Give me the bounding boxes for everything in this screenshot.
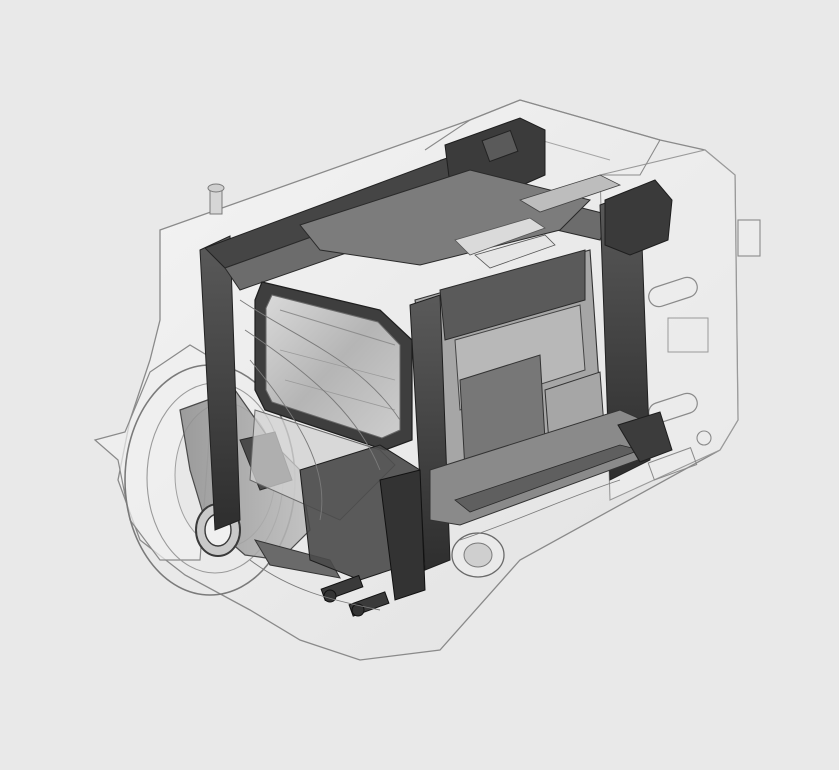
internal-wiring	[239, 299, 621, 611]
sensor-block	[299, 249, 673, 617]
filter-window	[249, 281, 413, 521]
internal-cage	[199, 117, 673, 531]
